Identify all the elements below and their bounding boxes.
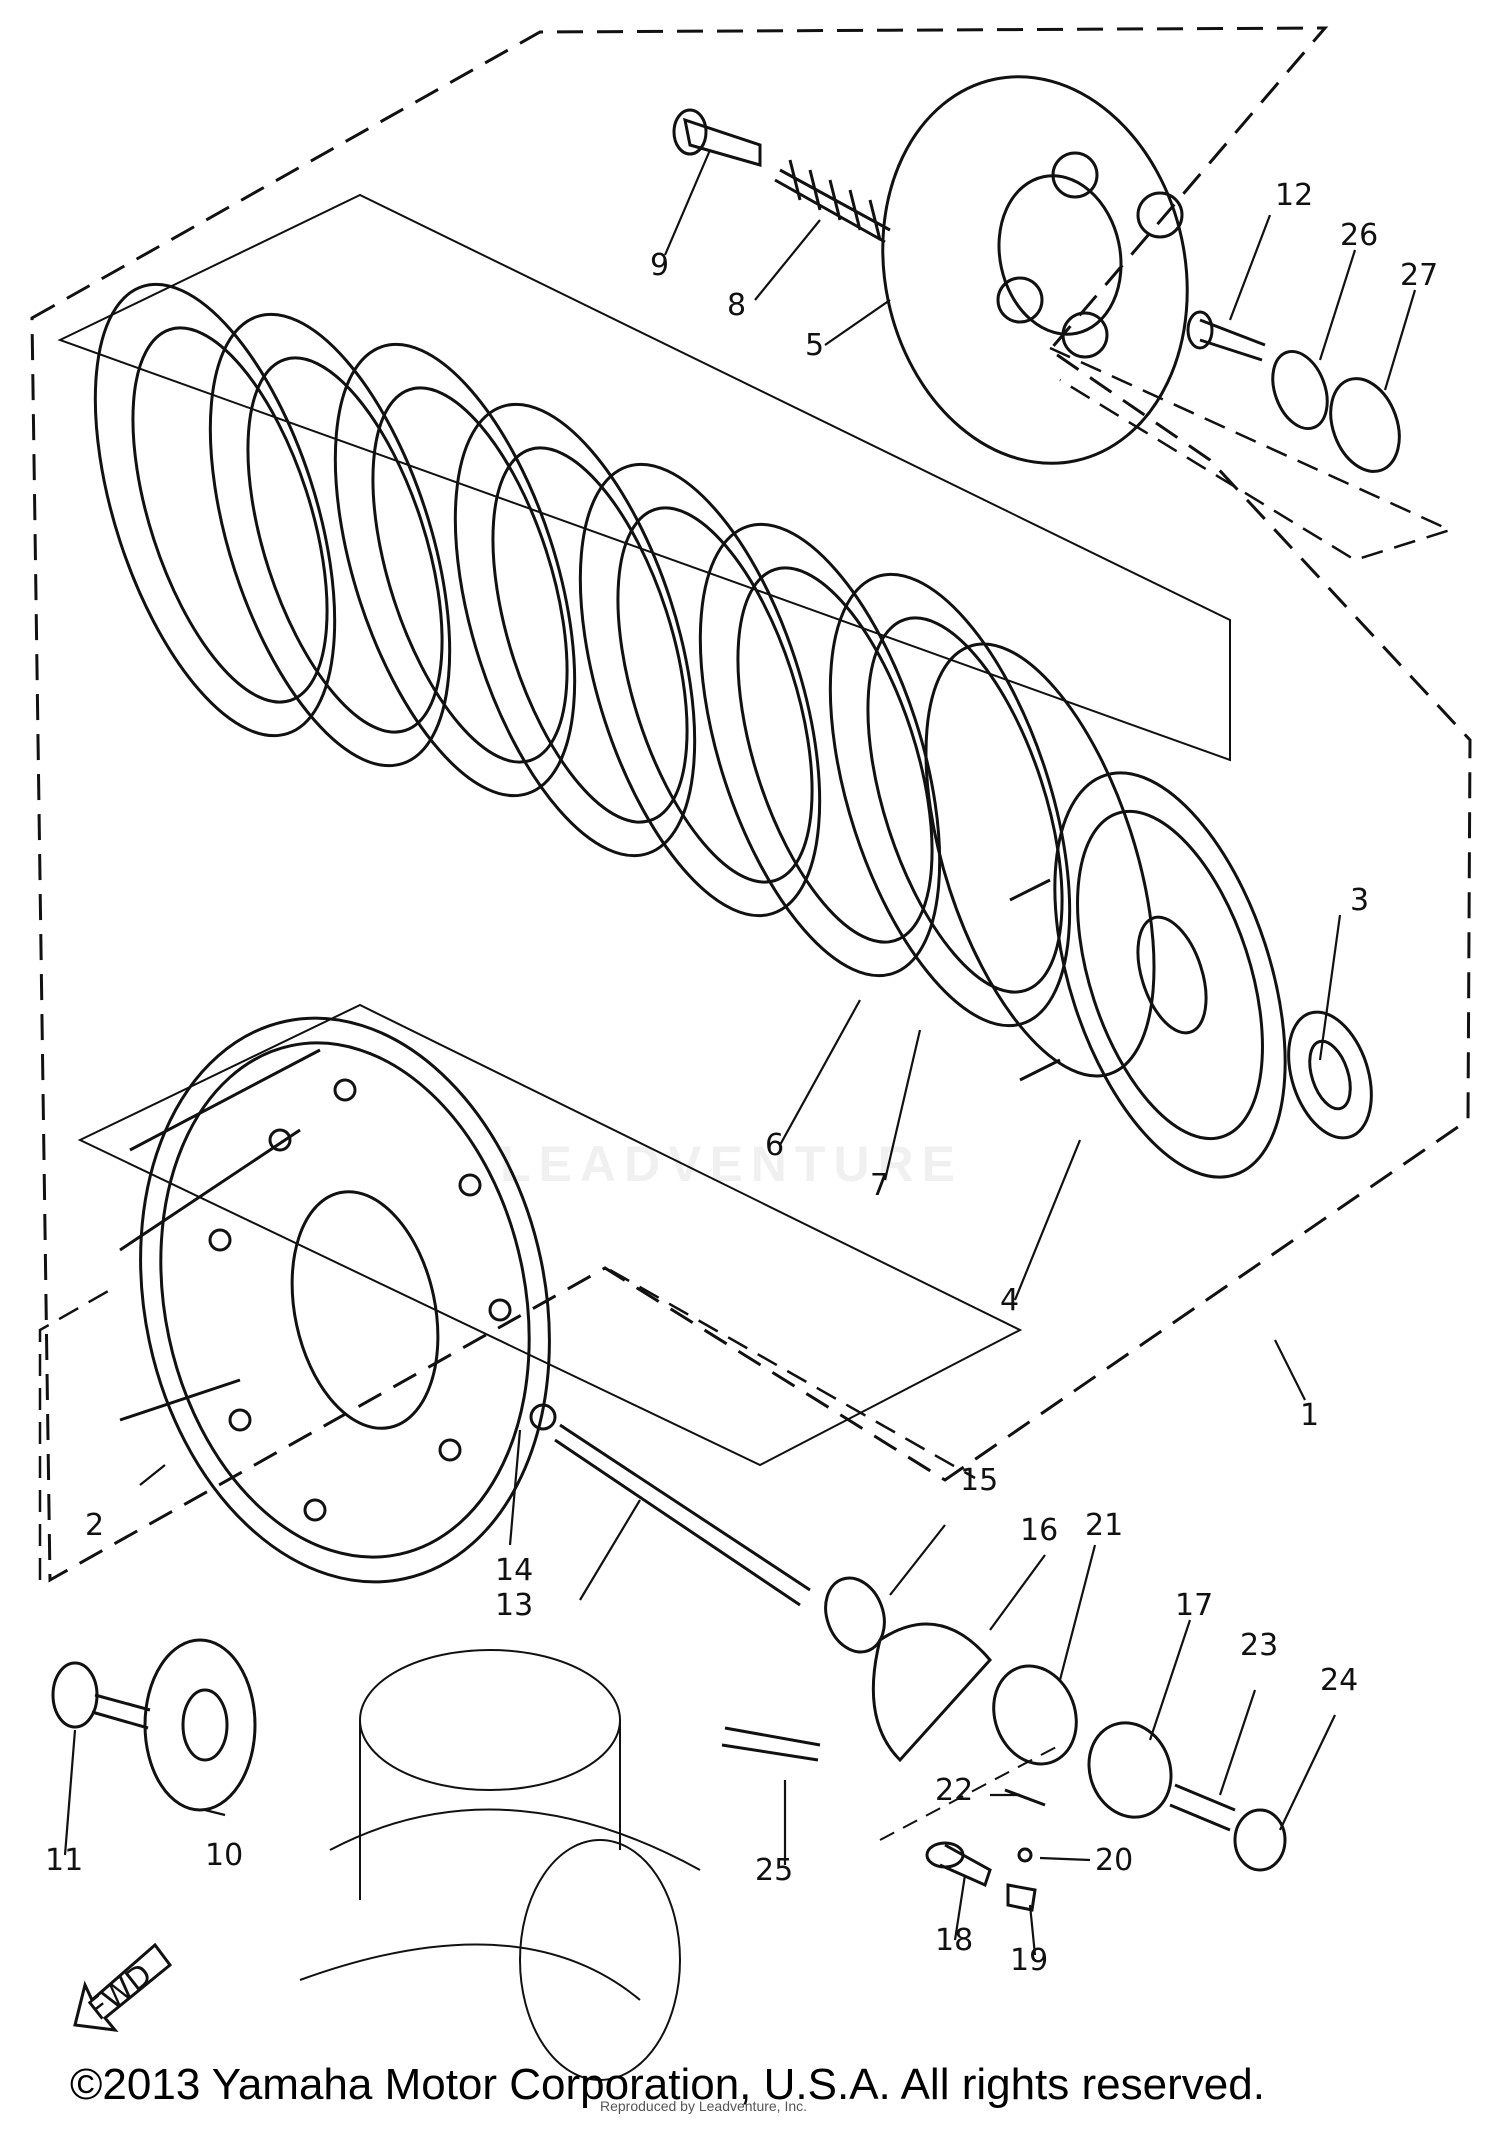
spring-8 (774, 159, 891, 244)
callout-11: 11 (45, 1843, 83, 1878)
washer-27 (1329, 377, 1401, 473)
washer-26 (1271, 349, 1329, 431)
callout-numbers: 1234567891011121314151617181920212223242… (45, 178, 1438, 1978)
callout-8: 8 (727, 288, 746, 323)
callout-23: 23 (1240, 1628, 1278, 1663)
seal-21 (992, 1664, 1078, 1766)
fwd-arrow (73, 1942, 173, 2032)
callout-15: 15 (960, 1463, 998, 1498)
callout-5: 5 (805, 328, 824, 363)
clutch-boss (1009, 771, 1287, 1179)
ball-14 (529, 1403, 557, 1431)
callout-10: 10 (205, 1838, 243, 1873)
gear-group-boundary (38, 1268, 976, 1580)
watermark: LEADVENTURE (500, 1136, 964, 1192)
push-lever-16 (871, 1622, 992, 1763)
clutch-plates (93, 282, 1156, 1078)
clip-20 (1017, 1847, 1033, 1863)
plates-outline (57, 193, 1231, 762)
callout-26: 26 (1340, 218, 1378, 253)
drive-gear-10 (143, 1638, 257, 1812)
callout-14: 14 (495, 1553, 533, 1588)
callout-21: 21 (1085, 1508, 1123, 1543)
callout-3: 3 (1350, 883, 1369, 918)
pressure-group-boundary (1049, 346, 1454, 562)
callout-4: 4 (1000, 1283, 1019, 1318)
callout-12: 12 (1275, 178, 1313, 213)
adjuster-17 (1087, 1721, 1173, 1819)
callout-2: 2 (85, 1508, 104, 1543)
washer-3 (1287, 1010, 1373, 1140)
spring-25 (721, 1726, 821, 1762)
copyright-text: ©2013 Yamaha Motor Corporation, U.S.A. A… (70, 2060, 1265, 2109)
assembly-boundary (30, 26, 1472, 1583)
callout-24: 24 (1320, 1663, 1358, 1698)
callout-20: 20 (1095, 1843, 1133, 1878)
clutch-housing (119, 1016, 551, 1584)
bolt-11 (91, 1693, 151, 1730)
screw-19 (1006, 1883, 1037, 1912)
callout-19: 19 (1010, 1943, 1048, 1978)
leader-lines (63, 149, 1417, 1956)
callout-9: 9 (650, 248, 669, 283)
bolt-9 (683, 117, 762, 167)
callout-7: 7 (870, 1168, 889, 1203)
bolt-22 (1004, 1788, 1046, 1807)
crankshaft (299, 1649, 701, 2081)
gear-plane (77, 1003, 1023, 1467)
reproduced-by-text: Reproduced by Leadventure, Inc. (600, 2098, 808, 2114)
callout-18: 18 (935, 1923, 973, 1958)
callout-16: 16 (1020, 1513, 1058, 1548)
bearing-15 (824, 1576, 886, 1654)
callout-17: 17 (1175, 1588, 1213, 1623)
callout-1: 1 (1300, 1398, 1319, 1433)
screw-23 (1169, 1783, 1236, 1832)
callout-22: 22 (935, 1773, 973, 1808)
pressure-plate (881, 75, 1189, 465)
callout-6: 6 (765, 1128, 784, 1163)
nut-24 (1233, 1808, 1287, 1872)
callout-25: 25 (755, 1853, 793, 1888)
callout-27: 27 (1400, 258, 1438, 293)
callout-13: 13 (495, 1588, 533, 1623)
push-rod-13 (554, 1423, 811, 1607)
